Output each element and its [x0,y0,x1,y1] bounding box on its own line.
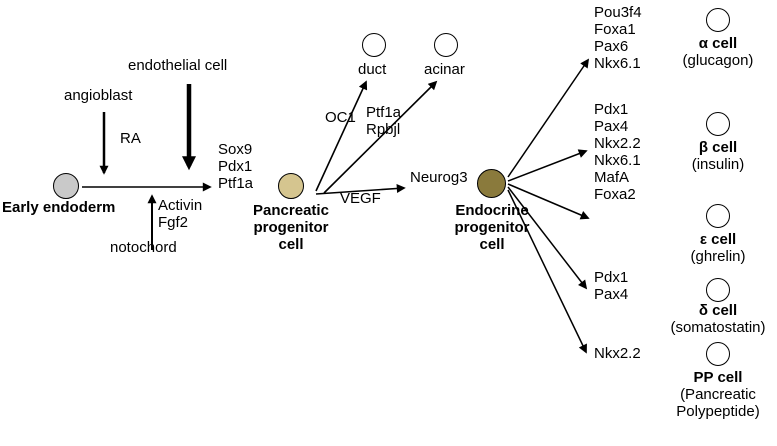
arrow-to-duct [315,80,368,192]
endothelial-cell-label: endothelial cell [128,57,228,74]
arrow-to-epsilon [507,183,590,220]
delta-cell-node [706,278,730,302]
beta-cell-label: β cell [698,139,738,156]
epsilon-cell-hormone: (ghrelin) [690,248,746,265]
beta-cell-hormone: (insulin) [691,156,745,173]
pp-cell-hormone: (Pancreatic Polypeptide) [676,386,760,420]
acinar-label: acinar [424,61,465,78]
duct-node [362,33,386,57]
epsilon-cell-label: ε cell [699,231,737,248]
endocrine-progenitor-node [477,169,506,198]
oc1-label: OC1 [325,109,356,126]
delta-cell-label: δ cell [698,302,738,319]
ptf1a-rpbjl-label: Ptf1a Rpbjl [366,104,402,138]
arrow-to-alpha [507,58,590,178]
early-endoderm-node [53,173,79,199]
pancreatic-genes-label: Sox9 Pdx1 Ptf1a [218,141,254,192]
pancreatic-progenitor-label: Pancreatic progenitor cell [253,202,329,253]
pancreatic-progenitor-node [278,173,304,199]
arrow-to-beta [507,149,588,182]
beta-cell-node [706,112,730,136]
delta-cell-hormone: (somatostatin) [670,319,766,336]
arrow-vegf [315,184,406,195]
beta-genes-label: Pdx1 Pax4 Nkx2.2 Nkx6.1 MafA Foxa2 [594,101,641,203]
delta-genes-label: Pdx1 Pax4 [594,269,629,303]
epsilon-cell-node [706,204,730,228]
vegf-label: VEGF [340,190,381,207]
angioblast-label: angioblast [64,87,133,104]
neurog3-label: Neurog3 [410,169,468,186]
pp-cell-node [706,342,730,366]
alpha-cell-hormone: (glucagon) [682,52,754,69]
endocrine-progenitor-label: Endocrine progenitor cell [454,202,530,253]
pp-genes-label: Nkx2.2 [594,345,641,362]
notochord-label: notochord [110,239,177,256]
arrow-to-acinar [323,80,438,194]
alpha-cell-node [706,8,730,32]
pp-cell-label: PP cell [693,369,743,386]
early-endoderm-label: Early endoderm [2,199,116,216]
duct-label: duct [358,61,387,78]
acinar-node [434,33,458,57]
alpha-genes-label: Pou3f4 Foxa1 Pax6 Nkx6.1 [594,4,642,72]
activin-fgf2-label: Activin Fgf2 [158,197,203,231]
arrow-to-pp [507,189,587,354]
alpha-cell-label: α cell [698,35,738,52]
ra-label: RA [120,130,141,147]
arrow-to-delta [507,186,588,290]
